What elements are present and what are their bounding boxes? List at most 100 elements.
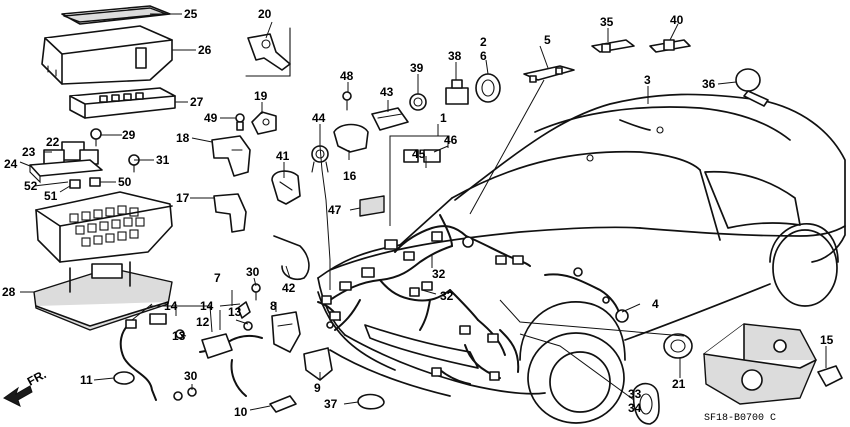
callout-15: 15 — [820, 333, 834, 347]
transmission — [703, 323, 817, 405]
callout-16: 16 — [343, 169, 357, 183]
bolt-31 — [128, 154, 140, 173]
callout-49: 49 — [204, 111, 218, 125]
clip-35 — [591, 39, 635, 53]
clamp-20 — [245, 27, 291, 77]
connector-45-46 — [403, 149, 441, 163]
clamp-16 — [333, 123, 369, 153]
fuse-box-main — [35, 191, 173, 263]
callout-48: 48 — [340, 69, 354, 83]
callout-20: 20 — [258, 7, 272, 21]
callout-40: 40 — [670, 13, 684, 27]
callout-47: 47 — [328, 203, 342, 217]
callout-25: 25 — [184, 7, 198, 21]
callout-14-b: 14 — [200, 299, 214, 313]
callout-17: 17 — [176, 191, 190, 205]
callout-18: 18 — [176, 131, 190, 145]
callout-22: 22 — [46, 135, 60, 149]
clamp-11 — [113, 371, 135, 385]
callout-12: 12 — [196, 315, 210, 329]
callout-35: 35 — [600, 15, 614, 29]
callout-10: 10 — [234, 405, 248, 419]
grommet-36 — [735, 68, 769, 107]
harness-clip-5 — [523, 65, 575, 83]
callout-27: 27 — [190, 95, 204, 109]
callout-50: 50 — [118, 175, 132, 189]
callout-51: 51 — [44, 189, 58, 203]
grommet-33-34 — [632, 382, 660, 425]
fuse-box-lid-26 — [41, 25, 173, 85]
cable-7 — [199, 301, 263, 397]
fuse-box-base-28 — [33, 261, 173, 331]
bracket-19 — [251, 111, 277, 135]
engine-harness — [317, 214, 629, 385]
clip-40 — [649, 39, 691, 53]
relays-22-23-24 — [29, 141, 103, 184]
bolt-48 — [342, 91, 352, 111]
callout-13-b: 13 — [228, 305, 242, 319]
callout-30-b: 30 — [184, 369, 198, 383]
callout-13-a: 13 — [172, 329, 186, 343]
callout-45: 45 — [412, 147, 426, 161]
callout-8: 8 — [270, 299, 277, 313]
callout-14-a: 14 — [164, 299, 178, 313]
bracket-9 — [303, 347, 333, 381]
callout-33: 33 — [628, 387, 642, 401]
callout-21: 21 — [672, 377, 686, 391]
callout-26: 26 — [198, 43, 212, 57]
callout-36: 36 — [702, 77, 716, 91]
callout-32-a: 32 — [432, 267, 446, 281]
callout-43: 43 — [380, 85, 394, 99]
callout-46: 46 — [444, 133, 458, 147]
callout-41: 41 — [276, 149, 290, 163]
clip-43 — [371, 107, 409, 131]
connector-15 — [817, 365, 843, 387]
callout-1: 1 — [440, 111, 447, 125]
clamp-41 — [271, 170, 301, 205]
callout-5: 5 — [544, 33, 551, 47]
callout-38: 38 — [448, 49, 462, 63]
callout-labels: 1 2 3 4 5 6 7 8 9 10 11 12 13 13 14 14 1… — [2, 7, 834, 424]
relay-block-27 — [69, 87, 176, 119]
clamp-42 — [273, 235, 310, 281]
callout-42: 42 — [282, 281, 296, 295]
reference-code: SF18-B0700 C — [704, 413, 776, 424]
bolt-29 — [90, 128, 102, 147]
clip-39 — [409, 93, 427, 111]
bracket-8 — [271, 311, 301, 353]
bolt-49 — [235, 113, 245, 131]
bolt-13 — [175, 321, 253, 339]
callout-23: 23 — [22, 145, 36, 159]
pad-47 — [359, 195, 385, 217]
clip-10 — [269, 395, 297, 413]
callout-7: 7 — [214, 271, 221, 285]
grommet-2-6 — [475, 73, 501, 103]
callout-9: 9 — [314, 381, 321, 395]
callout-52: 52 — [24, 179, 38, 193]
callout-2: 2 — [480, 35, 487, 49]
grommet-37 — [357, 393, 385, 410]
bracket-18 — [211, 135, 251, 177]
callout-28: 28 — [2, 285, 16, 299]
callout-3: 3 — [644, 73, 651, 87]
callout-31: 31 — [156, 153, 170, 167]
bracket-17 — [213, 193, 247, 233]
callout-34: 34 — [628, 401, 642, 415]
fuse-clips-50-51-52 — [69, 177, 101, 189]
callout-11: 11 — [80, 373, 93, 387]
callout-24: 24 — [4, 157, 18, 171]
callout-19: 19 — [254, 89, 268, 103]
leader-lines — [19, 13, 827, 411]
battery-cable-12 — [119, 313, 183, 401]
callout-6: 6 — [480, 49, 487, 63]
callout-39: 39 — [410, 61, 424, 75]
callout-29: 29 — [122, 128, 136, 142]
callout-44: 44 — [312, 111, 326, 125]
callout-32-b: 32 — [440, 289, 454, 303]
fuse-box-cover-25 — [61, 5, 171, 25]
grommet-21 — [663, 333, 693, 359]
callout-4: 4 — [652, 297, 659, 311]
connector-38 — [445, 79, 469, 105]
